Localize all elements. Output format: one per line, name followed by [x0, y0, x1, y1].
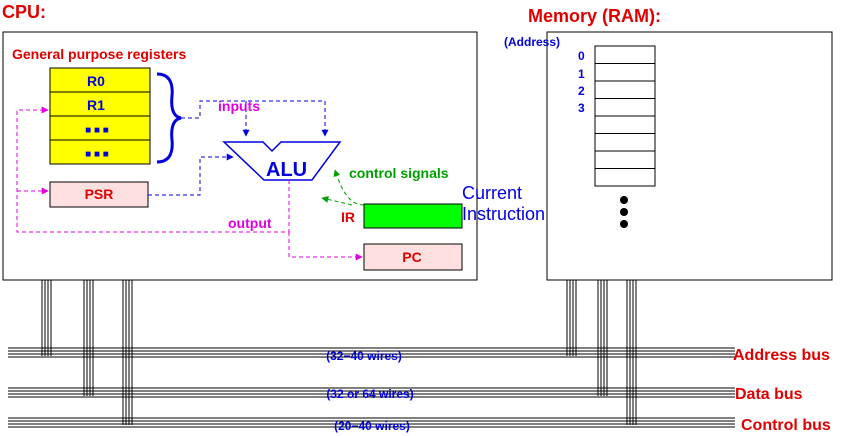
register-file: R0 R1 ■ ■ ■ ■ ■ ■: [49, 67, 151, 165]
pc-register: [363, 243, 463, 271]
registers-title: General purpose registers: [12, 46, 187, 62]
memory-continuation-dot: [620, 196, 628, 204]
control-bus-label: Control bus: [741, 417, 831, 434]
cpu-data-bus-connector: [83, 280, 94, 396]
memory-continuation-dot: [620, 220, 628, 228]
register-r0: [49, 67, 151, 93]
psr-label: PSR: [85, 186, 114, 202]
address-2: 2: [578, 84, 585, 98]
address-bus-wires: (32−40 wires): [326, 349, 402, 363]
data-bus-label: Data bus: [735, 386, 803, 403]
memory-continuation-dot: [620, 208, 628, 216]
control-signals-label: control signals: [349, 165, 449, 181]
control-signal-arrow-up: [333, 169, 365, 206]
ir-label: IR: [341, 209, 355, 225]
output-to-registers-arrow: [16, 106, 290, 233]
address-0: 0: [578, 49, 585, 63]
address-bus-label: Address bus: [733, 347, 830, 364]
control-bus-wires: (20−40 wires): [334, 419, 410, 433]
cpu-address-bus-connector: [41, 280, 52, 356]
memory-address-bus-connector: [566, 280, 577, 356]
address-1: 1: [578, 67, 585, 81]
control-signal-arrow-left: [321, 196, 353, 206]
address-bus-lines: [8, 347, 735, 358]
alu-label: ALU: [266, 159, 307, 181]
address-header: (Address): [504, 35, 560, 49]
inputs-label: inputs: [218, 98, 260, 114]
register-more-1: [49, 115, 151, 141]
memory-data-bus-connector: [597, 280, 608, 396]
output-label: output: [228, 215, 272, 231]
cpu-control-bus-connector: [122, 280, 133, 425]
ir-register: [363, 203, 463, 229]
register-ellipsis-1: ■ ■ ■: [85, 125, 109, 136]
cpu-title: CPU:: [2, 2, 46, 22]
input-b-arrow: [181, 100, 329, 137]
register-r0-label: R0: [87, 73, 105, 89]
memory-control-bus-connector: [626, 280, 637, 425]
memory-title: Memory (RAM):: [528, 6, 661, 26]
register-ellipsis-2: ■ ■ ■: [85, 149, 109, 160]
pc-label: PC: [402, 249, 421, 265]
data-bus-wires: (32 or 64 wires): [326, 387, 413, 401]
psr-to-alu-arrow: [148, 153, 234, 196]
memory-box: [546, 31, 833, 281]
memory-cells: [594, 45, 656, 187]
control-bus-lines: [8, 417, 735, 428]
data-bus-lines: [8, 387, 735, 398]
register-r1-label: R1: [87, 97, 105, 113]
output-to-pc-arrow: [288, 232, 363, 261]
current-instruction-label-line2: Instruction: [462, 204, 545, 224]
current-instruction-label-line1: Current: [462, 183, 522, 203]
register-more-2: [49, 139, 151, 165]
alu-shape: [222, 141, 342, 181]
address-3: 3: [578, 101, 585, 115]
